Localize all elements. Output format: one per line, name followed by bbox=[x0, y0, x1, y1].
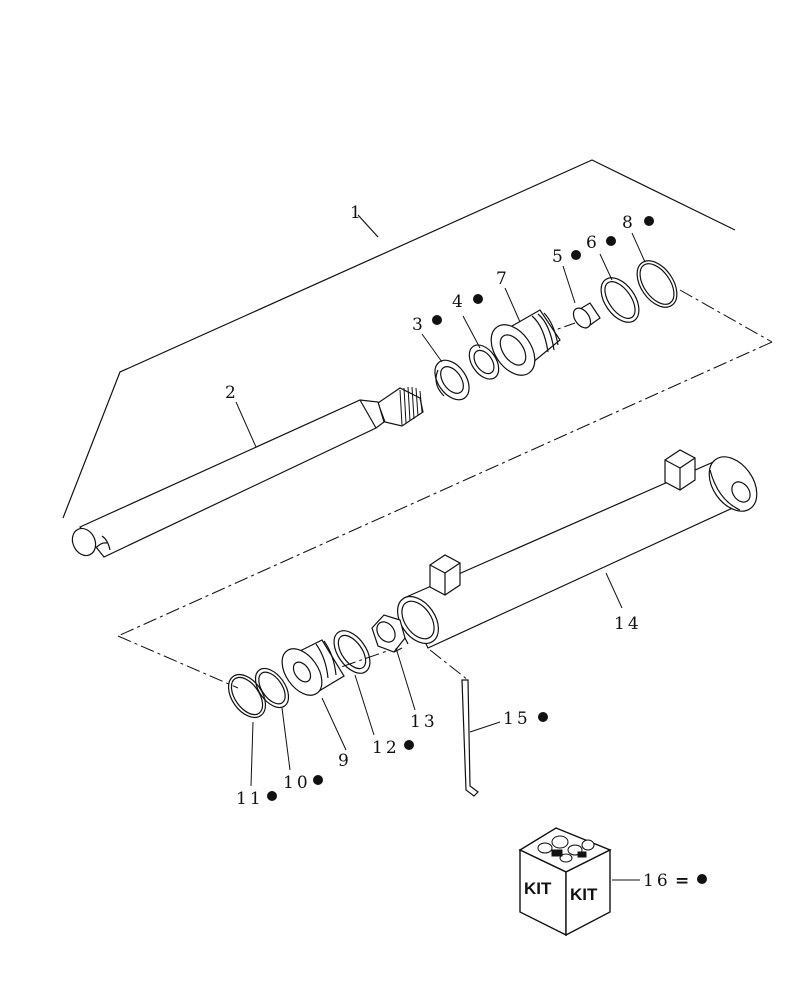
callout-13: 13 bbox=[410, 712, 438, 732]
leader-lines bbox=[235, 232, 646, 881]
piston-rod bbox=[71, 386, 424, 558]
backup-ring-lower bbox=[254, 667, 290, 709]
bullet-marker-11 bbox=[267, 791, 277, 801]
bullet-marker-6 bbox=[606, 236, 616, 246]
wiper-seal bbox=[434, 359, 470, 401]
callout-11: 11 bbox=[236, 789, 264, 809]
callout-9: 9 bbox=[338, 751, 352, 771]
bullet-marker-15 bbox=[538, 712, 548, 722]
bullet-marker-5 bbox=[571, 250, 581, 260]
kit-label-left: KIT bbox=[524, 879, 552, 898]
callout-6: 6 bbox=[586, 233, 600, 253]
rod-thread bbox=[399, 386, 423, 426]
o-ring-lower bbox=[227, 673, 267, 719]
port-block-rear bbox=[664, 449, 696, 491]
callout-15: 15 bbox=[503, 709, 531, 729]
bullet-marker-4 bbox=[473, 294, 483, 304]
kit-box-contents bbox=[537, 835, 595, 863]
callout-2: 2 bbox=[225, 383, 239, 403]
callout-3: 3 bbox=[412, 315, 426, 335]
kit-equals-sign: = bbox=[675, 871, 692, 891]
piston bbox=[281, 639, 345, 696]
kit-label-right: KIT bbox=[570, 885, 598, 904]
kit-bullets bbox=[267, 216, 707, 884]
assembly-bracket bbox=[62, 159, 736, 519]
callout-12: 12 bbox=[372, 738, 400, 758]
cylinder-barrel bbox=[396, 449, 758, 649]
seal-ring-12 bbox=[333, 630, 371, 674]
callout-10: 10 bbox=[283, 773, 311, 793]
callout-5: 5 bbox=[552, 247, 566, 267]
callout-numbers: 1 2 3 4 5 6 7 8 9 10 11 12 13 14 15 16 bbox=[225, 203, 671, 891]
callout-14: 14 bbox=[614, 614, 642, 634]
bushing bbox=[572, 302, 601, 329]
bullet-marker-12 bbox=[404, 740, 414, 750]
callout-8: 8 bbox=[622, 213, 636, 233]
hex-key bbox=[461, 679, 479, 797]
callout-16: 16 bbox=[643, 871, 671, 891]
port-block-front bbox=[429, 554, 461, 596]
o-ring-upper bbox=[636, 260, 678, 308]
callout-7: 7 bbox=[496, 269, 510, 289]
bullet-marker-8 bbox=[644, 216, 654, 226]
rod-seal bbox=[468, 344, 500, 380]
bullet-marker-16 bbox=[697, 874, 707, 884]
backup-ring bbox=[600, 277, 640, 323]
callout-1: 1 bbox=[350, 203, 364, 223]
callout-4: 4 bbox=[452, 292, 466, 312]
bullet-marker-10 bbox=[313, 775, 323, 785]
gland bbox=[490, 309, 561, 376]
bullet-marker-3 bbox=[432, 315, 442, 325]
kit-box-icon: KIT KIT bbox=[518, 827, 612, 937]
locknut bbox=[371, 614, 409, 653]
